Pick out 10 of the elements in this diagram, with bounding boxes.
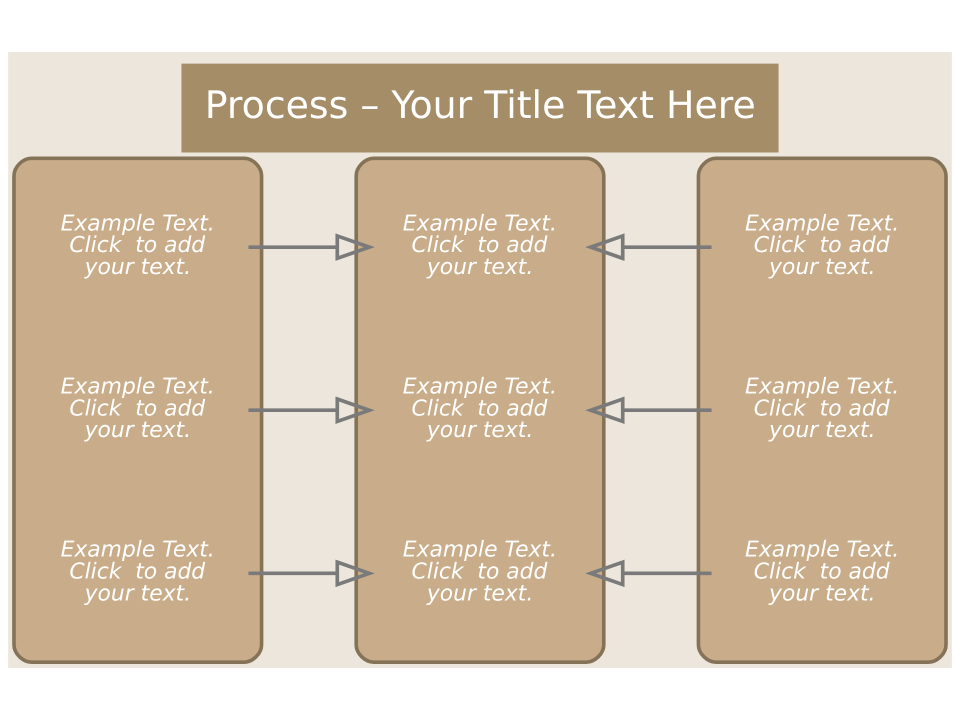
- diagram-title: Process – Your Title Text Here: [204, 82, 756, 127]
- arrow: [248, 396, 375, 424]
- arrow: [585, 560, 712, 588]
- node-box: Example Text. Click to add your text. Example Text. Click to add your text. Example Text. Click to add your text.: [354, 156, 606, 664]
- node-box: Example Text. Click to add your text. Example Text. Click to add your text. Example Text. Click to add your text.: [12, 156, 264, 664]
- node-box: Example Text. Click to add your text. Example Text. Click to add your text. Example Text. Click to add your text.: [696, 156, 948, 664]
- arrow: [585, 233, 712, 261]
- arrow: [248, 233, 375, 261]
- arrow: [248, 560, 375, 588]
- arrow: [585, 396, 712, 424]
